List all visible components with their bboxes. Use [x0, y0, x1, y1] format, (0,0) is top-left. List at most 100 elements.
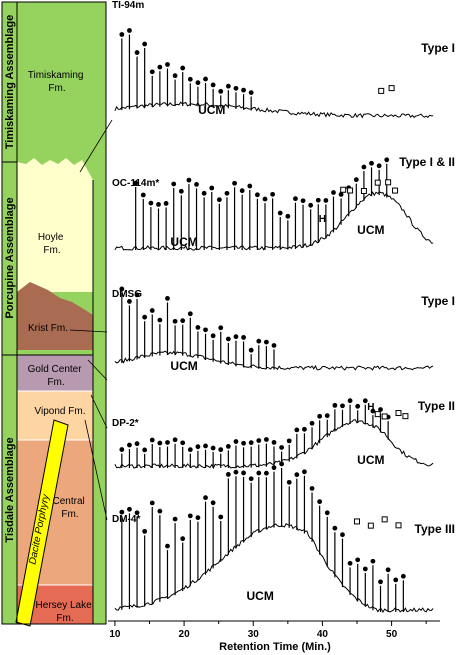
- connector-line: [69, 329, 108, 333]
- alkane-marker: [149, 69, 155, 75]
- alkane-marker: [263, 339, 269, 345]
- alkane-marker: [134, 50, 140, 55]
- alkane-marker: [142, 528, 148, 534]
- alkane-marker: [323, 198, 329, 203]
- biomarker-marker: [395, 522, 402, 529]
- alkane-marker: [127, 506, 132, 512]
- assemblage-label-porcupine: Porcupine Assemblage: [4, 197, 16, 318]
- alkane-marker: [165, 543, 170, 549]
- alkane-marker: [370, 558, 376, 564]
- alkane-marker: [241, 470, 246, 476]
- alkane-marker: [331, 190, 336, 195]
- x-tick-label: 30: [248, 629, 260, 640]
- chromatogram-trace: [114, 523, 434, 614]
- alkane-marker: [218, 88, 224, 94]
- alkane-marker: [119, 32, 125, 37]
- alkane-marker: [302, 426, 307, 432]
- alkane-marker: [317, 499, 323, 505]
- alkane-marker: [247, 183, 253, 189]
- alkane-marker: [127, 28, 132, 33]
- alkane-marker: [286, 479, 292, 485]
- hopane-label: H: [367, 402, 374, 413]
- alkane-marker: [233, 439, 239, 444]
- alkane-marker: [195, 515, 201, 521]
- formation-label-line: Fm.: [43, 245, 60, 256]
- formation-label-hoyle: Hoyle Fm.: [38, 232, 66, 256]
- biomarker-marker: [381, 413, 388, 420]
- alkane-marker: [332, 402, 338, 408]
- alkane-marker: [148, 200, 154, 206]
- alkane-marker: [308, 202, 314, 208]
- alkane-marker: [338, 192, 344, 197]
- alkane-marker: [142, 314, 148, 320]
- alkane-marker: [279, 445, 285, 450]
- alkane-marker: [225, 336, 231, 342]
- alkane-marker: [172, 318, 178, 324]
- x-tick-label: 20: [179, 629, 191, 640]
- alkane-marker: [279, 461, 285, 467]
- alkane-marker: [248, 90, 254, 95]
- connector-line: [90, 394, 108, 429]
- alkane-marker: [378, 579, 383, 585]
- formation-label-line: Hersey Lake: [36, 600, 93, 611]
- alkane-marker: [277, 210, 283, 216]
- alkane-marker: [119, 286, 125, 292]
- alkane-marker: [294, 472, 300, 478]
- formation-label-gold-center: Gold Center Fm.: [28, 364, 85, 388]
- connector-line: [79, 119, 113, 173]
- alkane-marker: [165, 440, 170, 445]
- biomarker-marker: [374, 179, 381, 186]
- alkane-marker: [142, 41, 148, 47]
- alkane-marker: [362, 566, 368, 572]
- sample-label: OC-114m*: [112, 178, 159, 189]
- x-tick-label: 50: [386, 629, 398, 640]
- alkane-marker: [218, 325, 224, 331]
- oil-type-label: Type III: [415, 522, 455, 536]
- alkane-marker: [218, 514, 224, 520]
- alkane-marker: [317, 413, 323, 419]
- alkane-marker: [270, 191, 276, 197]
- alkane-marker: [256, 338, 262, 344]
- alkane-marker: [165, 62, 170, 67]
- alkane-marker: [347, 560, 353, 566]
- biomarker-marker: [381, 516, 388, 523]
- alkane-marker: [142, 447, 148, 453]
- alkane-marker: [194, 182, 199, 187]
- alkane-marker: [187, 447, 193, 453]
- biomarker-marker: [340, 186, 347, 193]
- alkane-marker: [271, 343, 277, 348]
- alkane-marker: [225, 83, 231, 89]
- alkane-marker: [262, 196, 268, 202]
- alkane-marker: [340, 403, 345, 409]
- alkane-marker: [400, 573, 406, 579]
- alkane-marker: [248, 476, 254, 482]
- biomarker-marker: [378, 87, 385, 94]
- formation-label-hersey-lake: Hersey Lake Fm.: [36, 600, 95, 624]
- chromatogram-trace: [114, 191, 434, 251]
- x-axis-label: Retention Time (Min.): [219, 641, 331, 653]
- assemblage-label-timiskaming: Timiskaming Assemblage: [4, 15, 16, 150]
- alkane-marker: [225, 472, 231, 477]
- ucm-label: UCM: [170, 235, 197, 249]
- alkane-marker: [127, 442, 132, 448]
- formation-label-line: Fm.: [61, 509, 78, 520]
- alkane-marker: [241, 335, 246, 340]
- alkane-marker: [255, 192, 260, 198]
- biomarker-marker: [360, 187, 367, 194]
- oil-type-label: Type I & II: [399, 155, 455, 169]
- oil-type-label: Type I: [421, 294, 455, 308]
- alkane-marker: [119, 509, 125, 515]
- column-frame: [1, 1, 107, 625]
- alkane-marker: [256, 470, 262, 476]
- alkane-marker: [172, 437, 178, 443]
- alkane-marker: [134, 510, 140, 516]
- formation-label-line: Fm.: [48, 83, 65, 94]
- alkane-marker: [355, 403, 361, 409]
- alkane-marker: [309, 486, 315, 491]
- alkane-marker: [294, 427, 300, 433]
- alkane-marker: [224, 190, 230, 196]
